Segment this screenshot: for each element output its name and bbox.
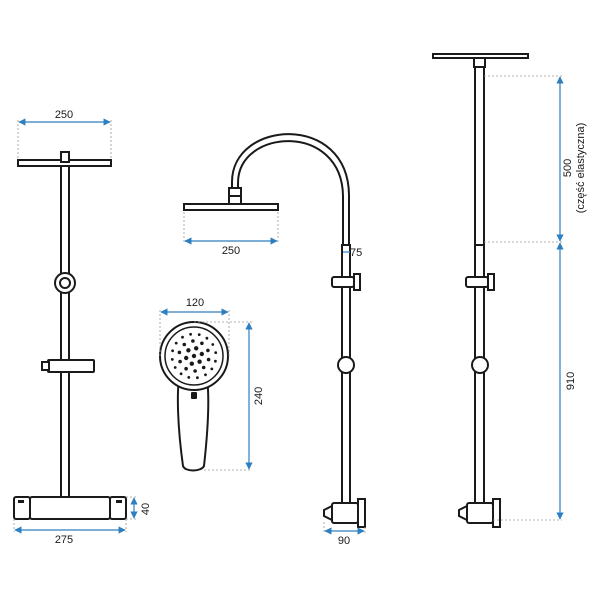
nozzle-dot xyxy=(193,369,197,373)
nozzle-dot xyxy=(189,361,194,366)
nozzle-dot xyxy=(200,341,204,346)
nozzle-dot xyxy=(179,372,183,376)
back-mixer-body xyxy=(466,502,494,524)
hand-shower-nozzles xyxy=(170,332,218,380)
dim-front-mixer-width: 275 xyxy=(55,534,73,546)
nozzle-dot xyxy=(184,366,188,371)
side-riser-knob xyxy=(337,356,355,374)
side-arm-joint xyxy=(228,187,242,197)
side-mixer-wall-plate xyxy=(357,498,366,528)
side-mixer-handle xyxy=(323,504,333,522)
front-mixer-mark-right xyxy=(116,500,122,503)
back-head-connector xyxy=(473,57,486,68)
side-mixer-body xyxy=(331,502,359,524)
back-upper-pipe xyxy=(474,66,485,246)
dim-upper-height-note: (część elastyczna) xyxy=(575,123,587,213)
nozzle-dot xyxy=(206,348,210,353)
dim-side-arm-offset: 75 xyxy=(350,247,362,259)
nozzle-dot xyxy=(197,333,201,336)
dim-upper-height: 500 xyxy=(562,159,574,177)
back-mixer-handle xyxy=(458,504,468,522)
dim-front-head-width: 250 xyxy=(55,109,73,121)
front-shelf xyxy=(47,359,95,373)
nozzle-dot xyxy=(210,367,214,371)
nozzle-dot xyxy=(191,339,195,343)
dim-side-head-width: 250 xyxy=(222,245,240,257)
hand-shower-view: 120 240 xyxy=(159,297,265,472)
side-slider-clip xyxy=(353,273,361,291)
nozzle-dot xyxy=(181,335,184,339)
nozzle-dot xyxy=(187,376,191,379)
side-slider-holder xyxy=(331,276,355,288)
back-slider-holder xyxy=(465,276,489,288)
hand-shower-button xyxy=(191,392,197,399)
back-riser-knob xyxy=(471,356,489,374)
nozzle-dot xyxy=(194,346,199,351)
front-mixer-body xyxy=(29,496,111,520)
nozzle-dot xyxy=(182,342,187,347)
nozzle-dot xyxy=(178,359,182,364)
nozzle-dot xyxy=(170,358,174,361)
side-view: 250 75 90 xyxy=(183,133,366,547)
dim-side-wall-depth: 90 xyxy=(338,535,350,547)
front-riser-pipe xyxy=(60,165,70,499)
nozzle-dot xyxy=(186,348,191,353)
nozzle-dot xyxy=(204,373,207,377)
back-mixer-wall-plate xyxy=(492,498,501,528)
nozzle-dot xyxy=(205,336,209,340)
front-slider-holder-inner xyxy=(59,277,71,289)
nozzle-dot xyxy=(189,332,193,336)
dim-hand-shower-width: 120 xyxy=(186,297,204,309)
nozzle-dot xyxy=(199,351,204,357)
dim-front-mixer-height: 40 xyxy=(140,503,152,515)
front-head-connector xyxy=(60,151,70,163)
nozzle-dot xyxy=(171,349,175,353)
front-mixer-mark-left xyxy=(18,500,24,503)
nozzle-dot xyxy=(174,341,178,345)
nozzle-dot xyxy=(196,376,199,380)
nozzle-dot xyxy=(201,365,206,370)
side-gooseneck-arm-inner xyxy=(237,140,344,245)
nozzle-dot xyxy=(173,366,177,369)
nozzle-dot xyxy=(211,343,215,346)
hand-shower-handle xyxy=(176,371,210,472)
side-gooseneck-arm-outer xyxy=(231,133,350,245)
nozzle-dot xyxy=(214,351,218,354)
back-slider-clip xyxy=(487,273,495,291)
nozzle-dot xyxy=(206,357,211,362)
dim-lower-height: 910 xyxy=(565,372,577,390)
dim-hand-shower-height: 240 xyxy=(253,387,265,405)
nozzle-dot xyxy=(184,355,189,361)
front-view: 250 275 40 xyxy=(13,109,152,546)
nozzle-dot xyxy=(197,359,202,364)
nozzle-dot xyxy=(177,350,182,355)
front-shelf-clip xyxy=(41,361,50,371)
nozzle-dot xyxy=(191,353,197,359)
side-head-connector xyxy=(228,195,242,205)
nozzle-dot xyxy=(214,359,217,363)
back-view: 500 (część elastyczna) 910 xyxy=(432,53,587,528)
